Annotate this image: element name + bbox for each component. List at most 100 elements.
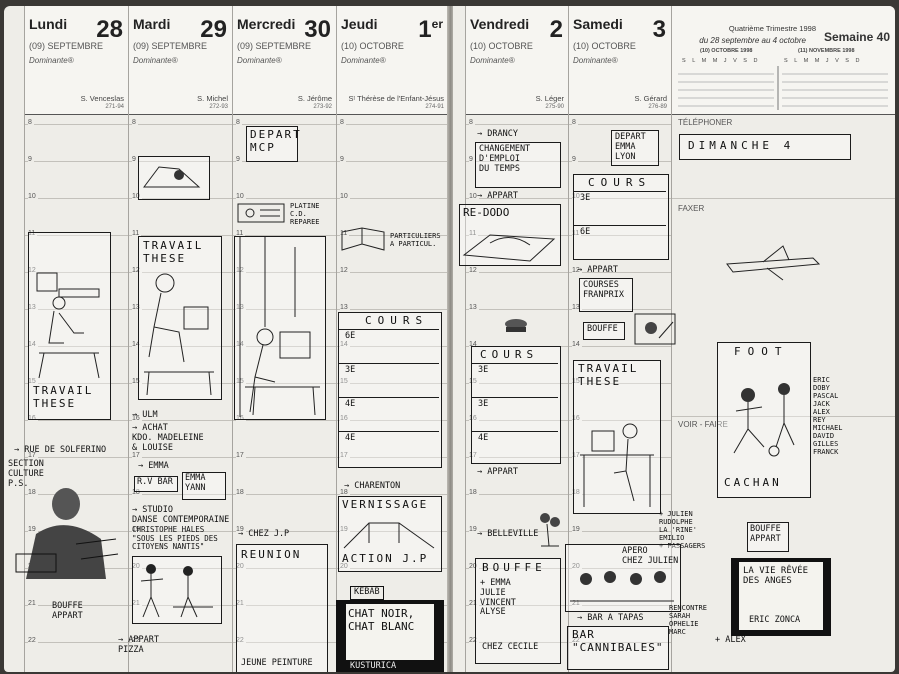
sketch-dance bbox=[132, 556, 222, 624]
hour-line: 10 bbox=[569, 193, 671, 200]
hour-label: 19 bbox=[340, 526, 350, 533]
day-number: 3 bbox=[652, 16, 666, 43]
note-cours: COURS bbox=[588, 176, 652, 189]
hour-line: 9 bbox=[25, 156, 128, 163]
hour-line: 22 bbox=[129, 637, 232, 644]
note-redodo: RE-DODO bbox=[463, 206, 510, 219]
week-summary-column: Quatrième Trimestre 1998 Semaine 40 du 2… bbox=[671, 6, 895, 672]
hour-line: 12 bbox=[466, 267, 568, 274]
hour-line: 21 bbox=[466, 600, 568, 607]
hour-label: 20 bbox=[236, 563, 246, 570]
day-saint: Sᵗ Thérèse de l'Enfant-Jésus bbox=[348, 94, 445, 103]
day-name: Vendredi bbox=[470, 16, 530, 32]
note-platine: PLATINE C.D. REPAREE bbox=[290, 202, 320, 227]
slot-4e-b: 4e bbox=[339, 431, 439, 466]
hour-line: 8 bbox=[569, 119, 671, 126]
hour-line: 22 bbox=[569, 637, 671, 644]
hour-label: 15 bbox=[28, 378, 38, 385]
hour-line: 15 bbox=[569, 378, 671, 385]
day-dominante: Dominante® bbox=[29, 56, 74, 65]
hour-line: 17 bbox=[466, 452, 568, 459]
hour-line: 10 bbox=[129, 193, 232, 200]
box-bar-cannibales: BAR "CANNIBALES" bbox=[567, 626, 669, 670]
mini-cal-oct-days: S L M M J V S D bbox=[682, 58, 758, 64]
hour-line: 13 bbox=[569, 304, 671, 311]
hour-line: 10 bbox=[466, 193, 568, 200]
hour-label: 9 bbox=[572, 156, 578, 163]
mini-cal-nov-title: (11) NOVEMBRE 1998 bbox=[798, 48, 855, 54]
note-team-names: ERIC DOBY PASCAL JACK ALEX REY MICHAEL D… bbox=[813, 376, 843, 457]
hour-label: 17 bbox=[469, 452, 479, 459]
note-courses: COURSES FRANPRIX bbox=[583, 280, 624, 300]
day-month: (09) SEPTEMBRE bbox=[133, 41, 208, 51]
hour-line: 13 bbox=[25, 304, 128, 311]
note-depart-mcp: DEPART MCP bbox=[250, 128, 302, 154]
note-reunion: REUNION bbox=[241, 548, 302, 561]
note-3e: 3e bbox=[580, 193, 591, 203]
slot-3e: 3e bbox=[574, 191, 666, 224]
hour-label: 15 bbox=[132, 378, 142, 385]
hour-label: 19 bbox=[572, 526, 582, 533]
hour-line: 14 bbox=[129, 341, 232, 348]
hour-line: 12 bbox=[569, 267, 671, 274]
note-4e: 4e bbox=[345, 399, 356, 409]
hour-label: 8 bbox=[236, 119, 242, 126]
day-name: Mardi bbox=[133, 16, 171, 32]
day-name: Samedi bbox=[573, 16, 623, 32]
hour-label: 18 bbox=[572, 489, 582, 496]
hour-label: 20 bbox=[340, 563, 350, 570]
hour-line: 19 bbox=[337, 526, 448, 533]
day-saint: S. Léger bbox=[535, 94, 564, 103]
note-chez-jp: → CHEZ J.P bbox=[238, 529, 290, 539]
hour-line: 17 bbox=[129, 452, 232, 459]
hour-line: 13 bbox=[466, 304, 568, 311]
note-emma-julie: + EMMA JULIE VINCENT ALYSE bbox=[480, 578, 516, 618]
hour-label: 14 bbox=[572, 341, 582, 348]
note-ulm: → ULM bbox=[132, 410, 158, 420]
hour-line: 19 bbox=[129, 526, 232, 533]
bed-drawing bbox=[462, 234, 556, 262]
hour-label: 21 bbox=[28, 600, 38, 607]
day-number: 30 bbox=[304, 16, 331, 43]
hour-label: 13 bbox=[572, 304, 582, 311]
box-bouffe-samedi: BOUFFE bbox=[583, 322, 625, 340]
hour-line: 20 bbox=[466, 563, 568, 570]
box-reunion: REUNION JEUNE PEINTURE bbox=[236, 544, 328, 672]
note-belleville: → BELLEVILLE bbox=[477, 529, 539, 539]
day-column-samedi: Samedi 3 (10) OCTOBRE Dominante® S. Géra… bbox=[568, 6, 671, 672]
day-column-lundi: Lundi 28 (09) SEPTEMBRE Dominante® S. Ve… bbox=[24, 6, 128, 672]
day-month: (10) OCTOBRE bbox=[470, 41, 533, 51]
hour-line: 15 bbox=[25, 378, 128, 385]
studio-drawing bbox=[239, 237, 320, 417]
note-bar-tapas: → BAR A TAPAS bbox=[577, 613, 644, 623]
hour-label: 8 bbox=[469, 119, 475, 126]
hour-label: 16 bbox=[469, 415, 479, 422]
note-vie-revee: LA VIE RÊVÉE DES ANGES bbox=[743, 566, 809, 587]
week-range: du 28 septembre au 4 octobre bbox=[699, 36, 806, 45]
hour-line: 8 bbox=[129, 119, 232, 126]
day-header: Jeudi 1er (10) OCTOBRE Dominante® Sᵗ Thé… bbox=[337, 6, 448, 115]
sketch-travail-mardi: TRAVAIL THESE bbox=[138, 236, 222, 400]
day-saint: S. Jérôme bbox=[297, 94, 332, 103]
label-voir-faire: VOIR - FAIRE bbox=[678, 420, 728, 429]
day-dominante: Dominante® bbox=[341, 56, 386, 65]
day-month: (09) SEPTEMBRE bbox=[237, 41, 312, 51]
note-drancy: → DRANCY bbox=[477, 129, 518, 139]
hour-line: 15 bbox=[129, 378, 232, 385]
sofa-drawing bbox=[143, 166, 201, 188]
note-eric-zonca: ERIC ZONCA bbox=[749, 615, 801, 625]
day-name: Lundi bbox=[29, 16, 68, 32]
hour-label: 9 bbox=[236, 156, 242, 163]
slot-6e: 6e bbox=[574, 225, 666, 258]
plane-drawing bbox=[726, 245, 821, 281]
hour-label: 17 bbox=[340, 452, 350, 459]
hour-label: 18 bbox=[132, 489, 142, 496]
mini-cal-oct-title: (10) OCTOBRE 1998 bbox=[700, 48, 753, 54]
note-3e: 3e bbox=[345, 365, 356, 375]
hour-line: 20 bbox=[337, 563, 448, 570]
gallery-drawing bbox=[343, 522, 435, 549]
hour-label: 11 bbox=[132, 230, 142, 237]
